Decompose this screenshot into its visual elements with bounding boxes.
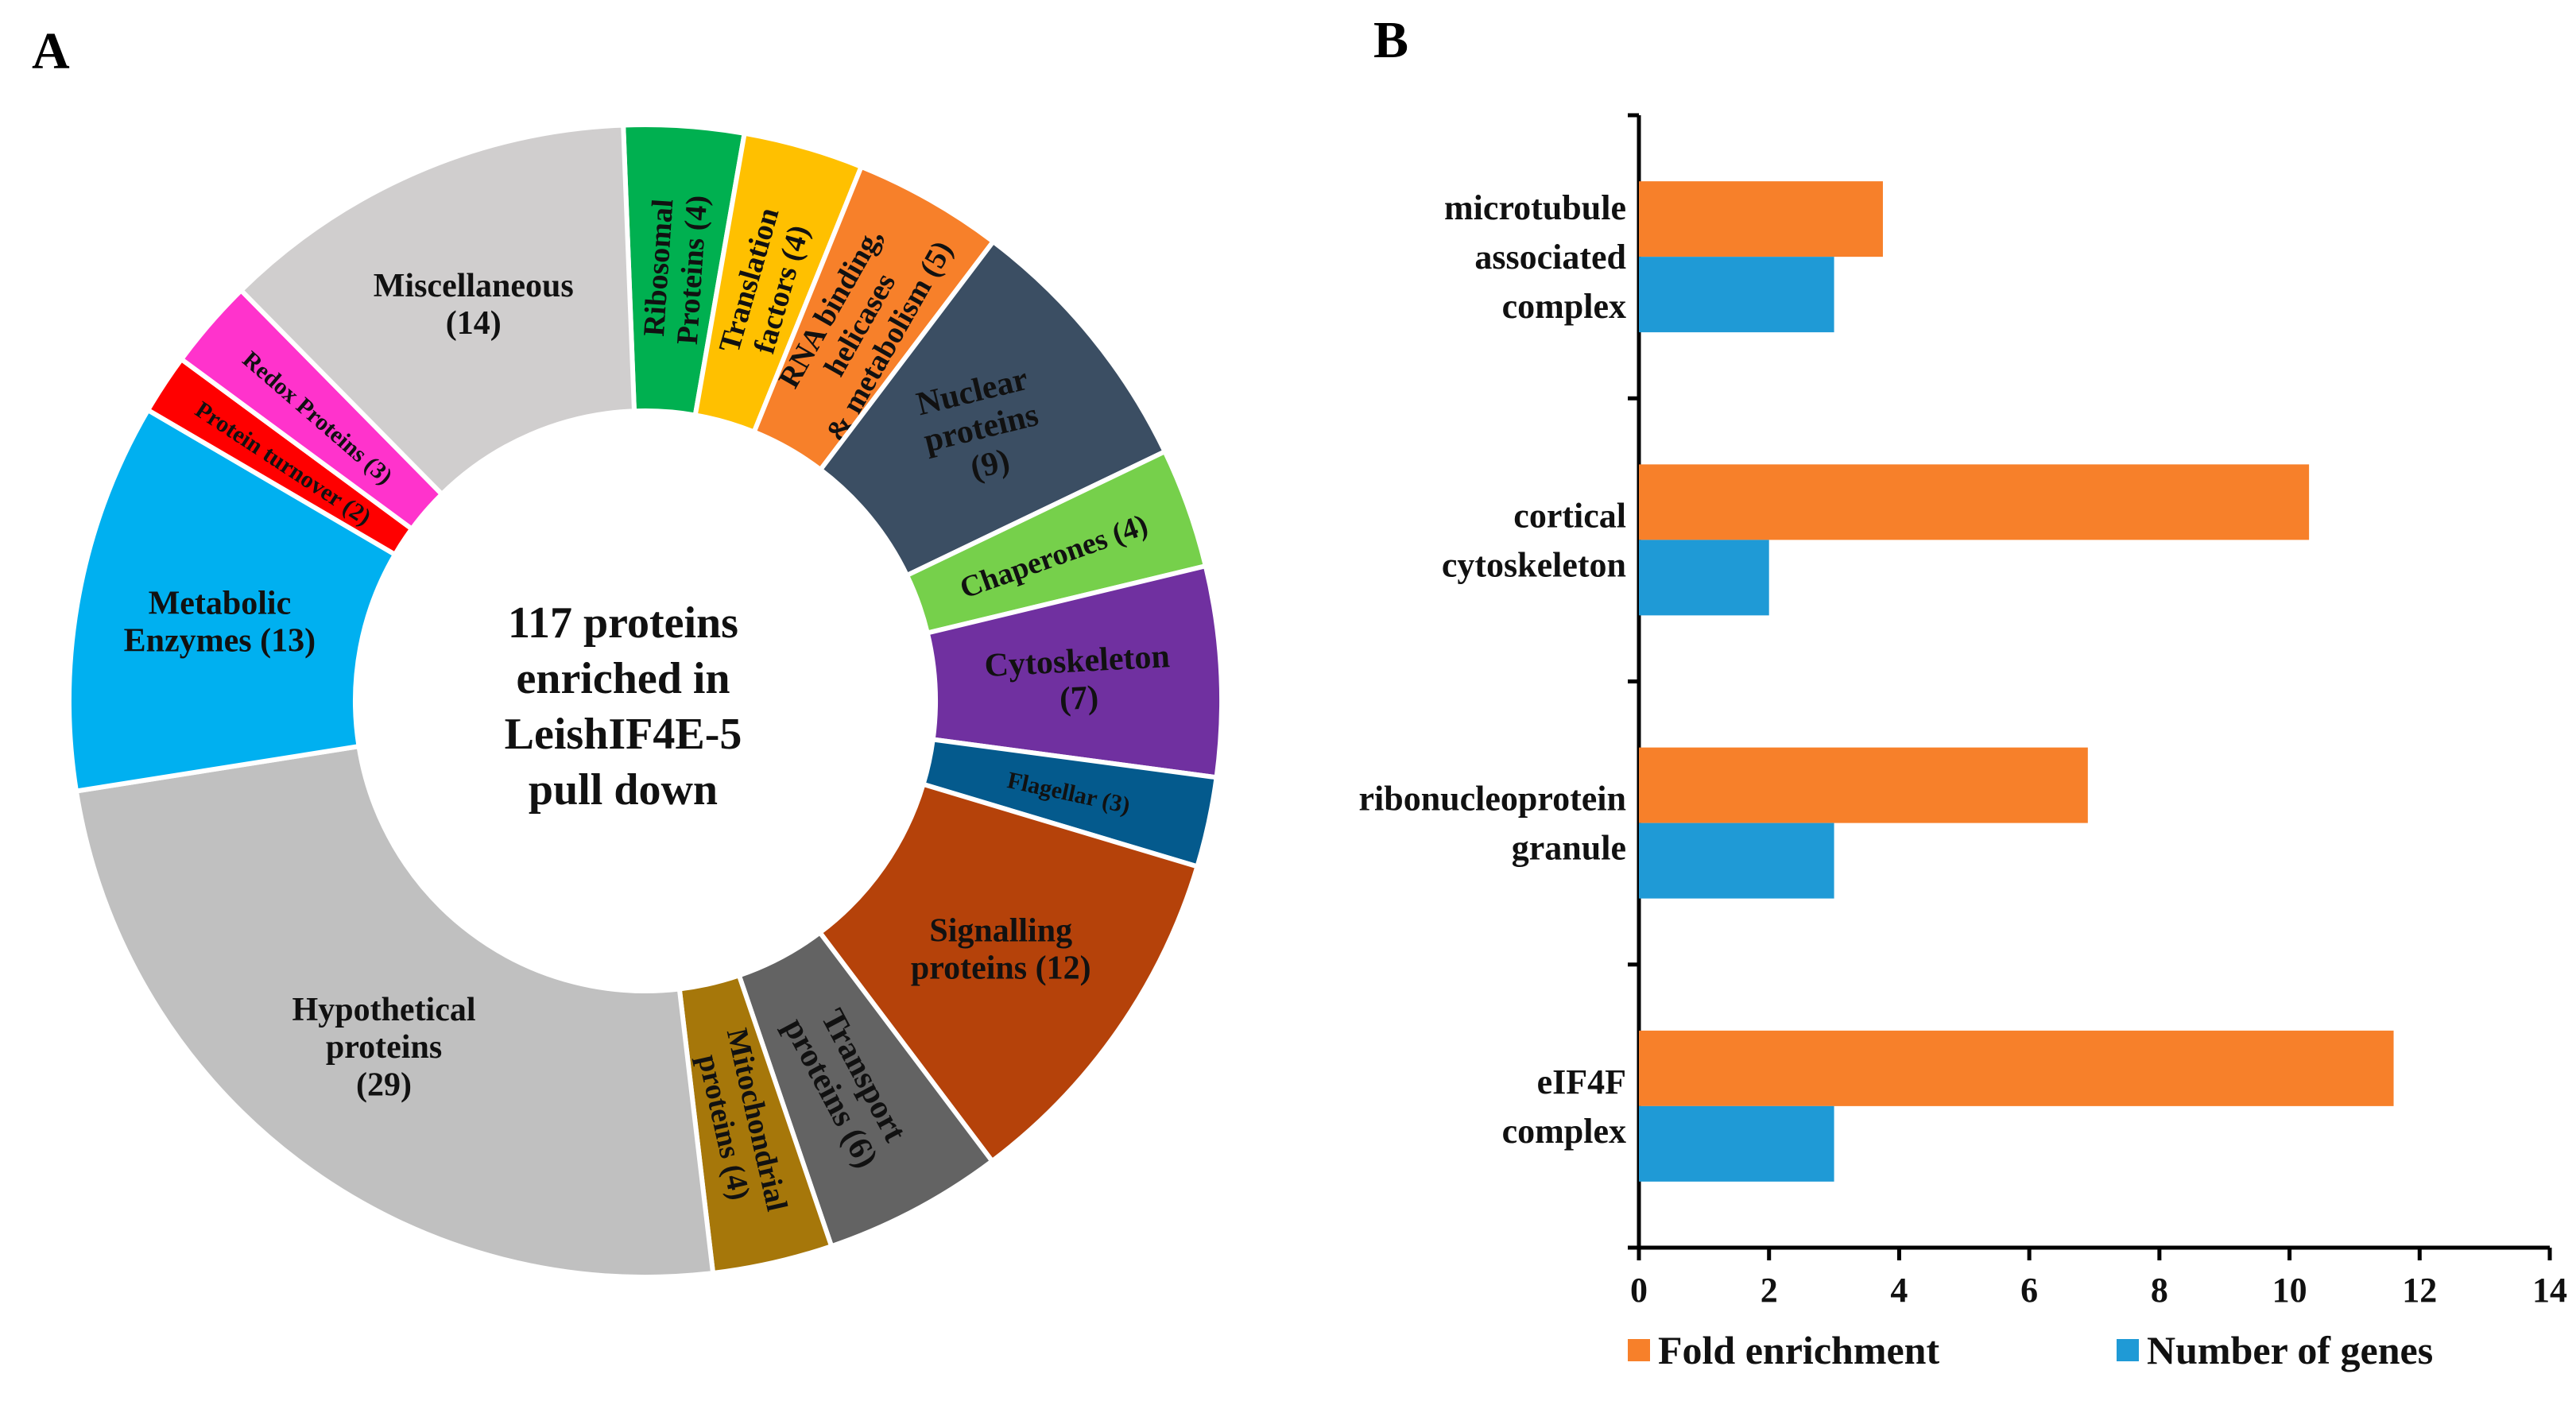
panel-a-letter: A <box>32 22 70 80</box>
x-tick-label: 2 <box>1761 1271 1778 1310</box>
x-tick-label: 6 <box>2020 1271 2038 1310</box>
center-text-line: pull down <box>529 765 718 815</box>
donut-slice-metabolic-enzymes-13 <box>67 406 399 794</box>
legend-label-number-of-genes: Number of genes <box>2147 1328 2433 1372</box>
bar-number-of-genes-cortical-cytoskeleton <box>1639 540 1769 616</box>
donut-slice-miscellaneous-14 <box>238 122 637 498</box>
bar-fold-enrichment-cortical-cytoskeleton <box>1639 464 2310 540</box>
center-text-line: 117 proteins <box>508 598 738 648</box>
donut-slice-hypothetical-proteins-29 <box>73 743 716 1279</box>
donut-label-miscellaneous-14: Miscellaneous(14) <box>374 268 574 342</box>
donut-center-text: 117 proteins enriched in LeishIF4E-5 pull d… <box>505 598 742 815</box>
bar-fold-enrichment-microtubule-associated-complex <box>1639 181 1883 257</box>
donut-chart: RibosomalProteins (4)Translationfactors … <box>67 122 1224 1279</box>
x-tick-label: 4 <box>1890 1271 1908 1310</box>
donut-slice-signalling-proteins-12 <box>816 781 1201 1165</box>
bar-number-of-genes-ribonucleoprotein-granule <box>1639 822 1834 899</box>
bar-legend: Fold enrichment Number of genes <box>1628 1328 2433 1372</box>
x-tick-label: 10 <box>2272 1271 2307 1310</box>
bar-fold-enrichment-ribonucleoprotein-granule <box>1639 747 2088 823</box>
donut-label-ribosomal-proteins-4: RibosomalProteins (4) <box>637 192 714 346</box>
panel-b-letter: B <box>1373 11 1408 69</box>
x-tick-label: 14 <box>2532 1271 2567 1310</box>
legend-label-fold-enrichment: Fold enrichment <box>1658 1328 1939 1372</box>
x-tick-label: 0 <box>1630 1271 1648 1310</box>
bar-fold-enrichment-eif4f-complex <box>1639 1030 2394 1106</box>
legend-swatch-number-of-genes <box>2117 1339 2139 1361</box>
bar-number-of-genes-eif4f-complex <box>1639 1105 1834 1182</box>
center-text-line: LeishIF4E-5 <box>505 710 742 759</box>
legend-swatch-fold-enrichment <box>1628 1339 1650 1361</box>
center-text-line: enriched in <box>516 654 730 703</box>
x-tick-label: 8 <box>2151 1271 2168 1310</box>
x-tick-label: 12 <box>2402 1271 2437 1310</box>
bar-number-of-genes-microtubule-associated-complex <box>1639 257 1834 333</box>
